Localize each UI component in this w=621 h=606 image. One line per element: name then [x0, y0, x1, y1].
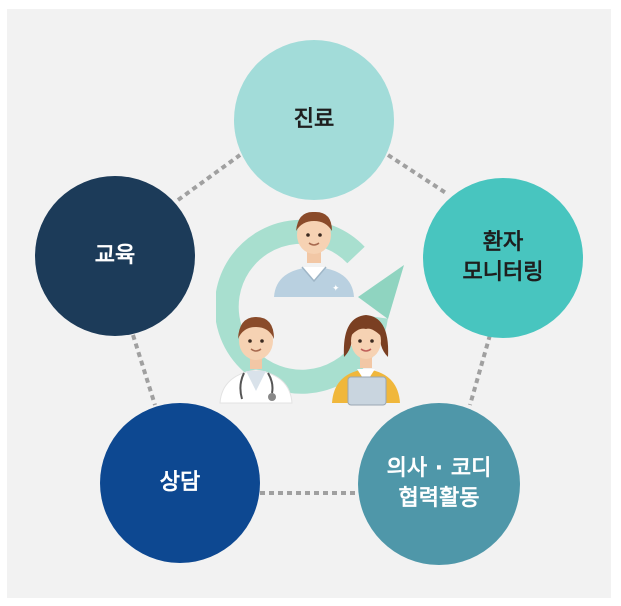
doctor-top-icon: ✦ — [274, 211, 354, 297]
connector-left-top — [176, 153, 242, 202]
center-illustration: ✦ — [216, 211, 404, 406]
connector-right-bottom-right — [468, 334, 492, 406]
svg-text:✦: ✦ — [332, 284, 340, 294]
node-treatment: 진료 — [234, 40, 394, 200]
cycle-arrow-icon — [216, 219, 388, 394]
node-treatment-label: 진료 — [293, 107, 335, 133]
node-counseling-label: 상담 — [159, 470, 201, 496]
node-collaboration-label: 의사 · 코디 협력활동 — [386, 456, 492, 511]
doctor-stethoscope-icon — [219, 317, 293, 404]
node-education-label: 교육 — [94, 243, 136, 269]
connector-bottom-left-left — [131, 334, 157, 406]
node-counseling: 상담 — [100, 403, 260, 563]
cycle-arrowhead-icon — [358, 265, 404, 319]
node-patient-monitoring: 환자 모니터링 — [423, 178, 583, 338]
node-patient-monitoring-label: 환자 모니터링 — [462, 230, 544, 285]
node-doctor-coordinator-collaboration: 의사 · 코디 협력활동 — [358, 403, 520, 565]
connector-top-right — [386, 153, 448, 195]
node-education: 교육 — [35, 176, 195, 336]
coordinator-tablet-icon — [332, 315, 400, 406]
